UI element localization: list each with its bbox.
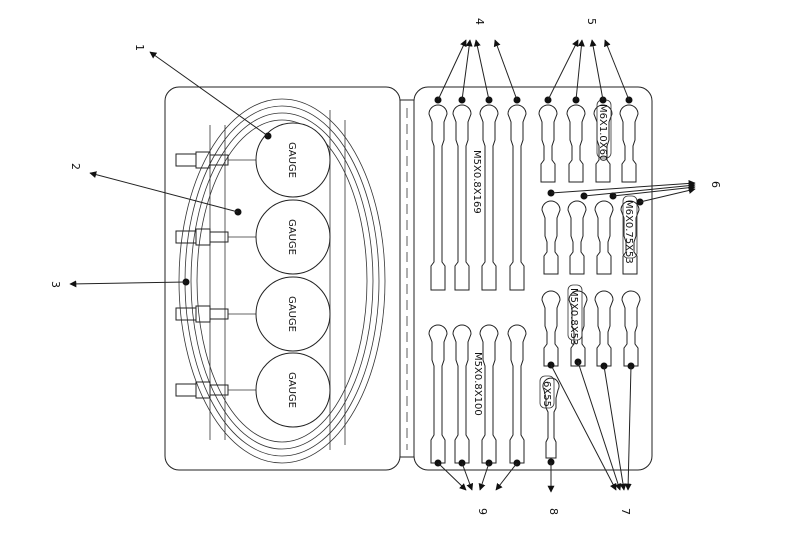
label-m5x08x53: M5X0.8X53 [568,288,579,345]
case-hinge [399,99,415,458]
gauge-4: GAUGE [255,352,331,428]
callout-8: 8 [547,508,560,515]
gauge-2-label: GAUGE [286,219,297,255]
callout-5: 5 [585,18,598,25]
long-adapters-top [428,104,527,291]
gauge-1-label: GAUGE [286,142,297,178]
fittings [175,151,258,399]
short-adapters-row-2 [541,200,640,275]
callout-6: 6 [709,181,722,188]
gauges: GAUGE GAUGE GAUGE GAUGE [255,122,331,428]
gauge-1: GAUGE [255,122,331,198]
gauge-3: GAUGE [255,276,331,352]
callout-numbers: 1 2 3 4 5 6 7 8 9 [49,18,722,515]
long-adapters-bottom [428,324,527,464]
gauge-3-label: GAUGE [286,296,297,332]
callout-9: 9 [476,508,489,515]
right-case-half [413,86,653,471]
short-adapters-row-1 [538,104,639,183]
pin-6x55 [542,377,560,459]
callout-1: 1 [133,44,146,51]
label-m6x075x53: M6X0.75X53 [623,200,634,264]
gauge-4-label: GAUGE [286,372,297,408]
gauge-2: GAUGE [255,199,331,275]
part-labels: M5X0.8X169 M6X1.0X60 M6X0.75X53 M5X0.8X5… [471,99,638,416]
callout-4: 4 [473,18,486,25]
left-case-half [164,86,401,471]
callout-7: 7 [619,508,632,515]
label-m5x08x100: M5X0.8X100 [472,352,483,416]
callout-3: 3 [49,281,62,288]
callout-2: 2 [69,163,82,170]
short-adapters-row-3 [541,290,641,367]
label-m6x10x60: M6X1.0X60 [597,104,608,161]
label-6x55: 6X55 [541,381,552,407]
leader-lines [69,39,696,493]
label-m5x08x169: M5X0.8X169 [471,150,482,214]
